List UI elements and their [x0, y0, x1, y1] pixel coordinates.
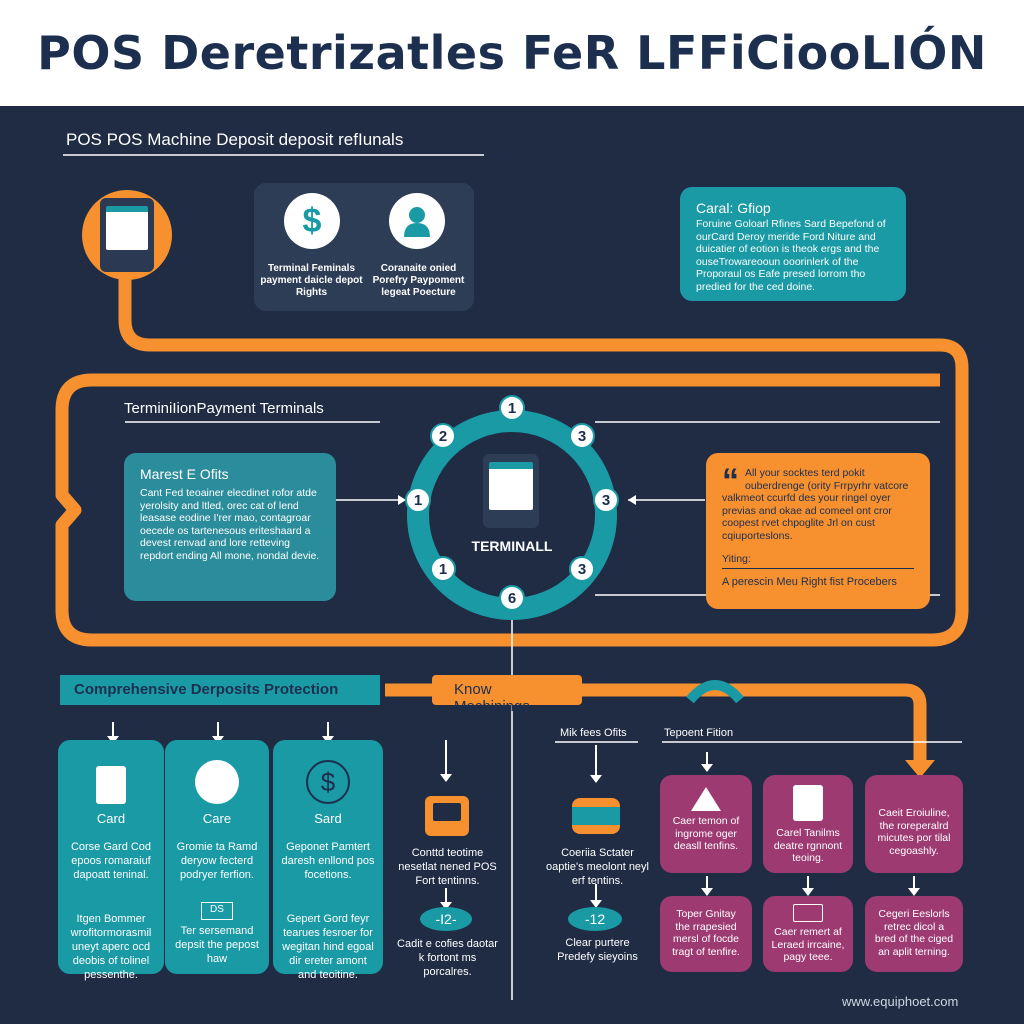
arrow-down — [908, 876, 920, 896]
magenta-text: Caer temon of ingrome oger deasll tenfin… — [672, 815, 740, 852]
column-title: Sard — [314, 811, 342, 826]
magenta-card: Caeit Eroiuline, the roreperalrd micutes… — [865, 775, 963, 873]
column-text: Geponet Pamtert daresh enllond pos focet… — [281, 841, 375, 881]
dollar-circle-icon: $ — [306, 760, 350, 804]
arrow-down — [322, 722, 334, 744]
document-icon — [96, 766, 126, 804]
pos-device-icon — [82, 190, 172, 280]
top-icons-panel: $ Terminal Feminals payment daicle depot… — [254, 183, 474, 311]
column-text: Gepert Gord feyr tearues fesroer for weg… — [282, 913, 374, 981]
quote-footer: A perescin Meu Right fist Procebers — [722, 576, 897, 588]
mid-a-text: Conttd teotime nesetlat nened POS Fort t… — [398, 847, 497, 887]
arrow-down — [212, 722, 224, 744]
card-info-title: Caral: Gfiop — [696, 200, 771, 216]
quote-card: “ All your socktes terd pokit ouberdreng… — [706, 453, 930, 609]
top-icon-label: Coranaite onied Porefry Paypoment legeat… — [372, 263, 465, 298]
arrow-down — [701, 752, 713, 772]
know-banner: Know Mechinings — [432, 675, 582, 715]
column-title: Card — [96, 811, 126, 826]
arrow-down — [590, 745, 602, 783]
magenta-card: Toper Gnitay the rrapesied mersl of focd… — [660, 896, 752, 972]
mid-a-text2: Cadit e cofies daotar k fortont ms porca… — [397, 938, 498, 978]
quote-mark: “ — [722, 462, 739, 500]
arrow-down — [802, 876, 814, 896]
terminal-icon — [483, 454, 539, 528]
step-badge: 3 — [569, 423, 595, 449]
pos-printer-icon — [425, 796, 469, 836]
teal-column: $ Sard Geponet Pamtert daresh enllond po… — [273, 740, 383, 981]
arrow-down — [440, 888, 452, 910]
mid-b-heading: Mik fees Ofits — [560, 727, 627, 739]
market-card-body: Cant Fed teoainer elecdinet rofor atde y… — [140, 487, 320, 562]
mid-b-text: Coeriia Sctater oaptie's meolont neyl er… — [546, 847, 649, 887]
magenta-text: Toper Gnitay the rrapesied mersl of focd… — [672, 908, 740, 958]
subtitle: POS POS Machine Deposit deposit refIunal… — [66, 130, 404, 149]
document-icon — [793, 785, 823, 821]
card-icon: DS — [201, 902, 233, 920]
column-text: Ter sersemand depsit the pepost haw — [175, 925, 259, 965]
arrow-down — [440, 740, 452, 782]
step-badge: 3 — [569, 556, 595, 582]
step-badge: 1 — [405, 487, 431, 513]
teal-column: Card Corse Gard Cod epoos romaraiuf dapo… — [58, 740, 164, 981]
arrow-down — [107, 722, 119, 744]
column-text: Gromie ta Ramd deryow fecterd podryer fe… — [176, 841, 258, 881]
quote-body: All your socktes terd pokit ouberdrenge … — [722, 467, 909, 542]
step-pill: -12 — [568, 907, 622, 931]
magenta-text: Cegeri Eeslorls retrec dicol a bred of t… — [874, 908, 954, 958]
magenta-text: Carel Tanilms deatre rgnnont teoing. — [773, 827, 843, 864]
terminal-label: TERMINALL — [471, 538, 553, 554]
arrow-down — [701, 876, 713, 896]
magenta-heading: Tepoent Fition — [664, 727, 734, 739]
magenta-text: Caeit Eroiuline, the roreperalrd micutes… — [877, 807, 951, 857]
card-icon — [793, 904, 823, 922]
step-badge: 1 — [430, 556, 456, 582]
footer-url[interactable]: www.equiphoet.com — [842, 994, 959, 1009]
page-title: POS Deretrizatles FeR LFFiCiooLIÓN — [37, 26, 987, 80]
mid-b-text2: Clear purtere Predefy sieyoins — [557, 937, 638, 963]
arrow-down — [590, 884, 602, 908]
magenta-card: Caer remert af Leraed irrcaine, pagy tee… — [763, 896, 853, 972]
step-badge: 6 — [499, 585, 525, 611]
teal-column: Care Gromie ta Ramd deryow fecterd podry… — [165, 740, 269, 974]
column-text: Corse Gard Cod epoos romaraiuf dapoatt t… — [70, 841, 152, 881]
quote-label: Yiting: — [722, 552, 914, 569]
magenta-text: Caer remert af Leraed irrcaine, pagy tee… — [771, 926, 845, 963]
column-text: Itgen Bommer wrofitormorasmil uneyt aper… — [70, 913, 152, 981]
title-band: POS Deretrizatles FeR LFFiCiooLIÓN — [0, 0, 1024, 106]
top-icon-label: Terminal Feminals payment daicle depot R… — [260, 263, 363, 298]
step-pill: -I2- — [420, 907, 472, 931]
warning-icon — [691, 787, 721, 811]
magenta-card: Carel Tanilms deatre rgnnont teoing. — [763, 775, 853, 873]
step-badge: 1 — [499, 395, 525, 421]
step-badge: 2 — [430, 423, 456, 449]
step-badge: 3 — [593, 487, 619, 513]
database-icon — [572, 798, 620, 834]
card-info-body: Foruine Goloarl Rfines Sard Bepefond of … — [696, 218, 886, 293]
market-card: Marest E Ofits Cant Fed teoainer elecdin… — [124, 453, 336, 601]
section-terminals: TerminiIionPayment Terminals — [124, 400, 324, 417]
magenta-card: Cegeri Eeslorls retrec dicol a bred of t… — [865, 896, 963, 972]
market-card-title: Marest E Ofits — [140, 466, 229, 482]
dollar-icon: $ — [284, 193, 340, 249]
column-title: Care — [202, 811, 232, 826]
protection-banner: Comprehensive Derposits Protection — [60, 675, 380, 705]
document-circle-icon — [195, 760, 239, 804]
magenta-card: Caer temon of ingrome oger deasll tenfin… — [660, 775, 752, 873]
card-info-box: Caral: Gfiop Foruine Goloarl Rfines Sard… — [680, 187, 906, 301]
user-icon — [389, 193, 445, 249]
